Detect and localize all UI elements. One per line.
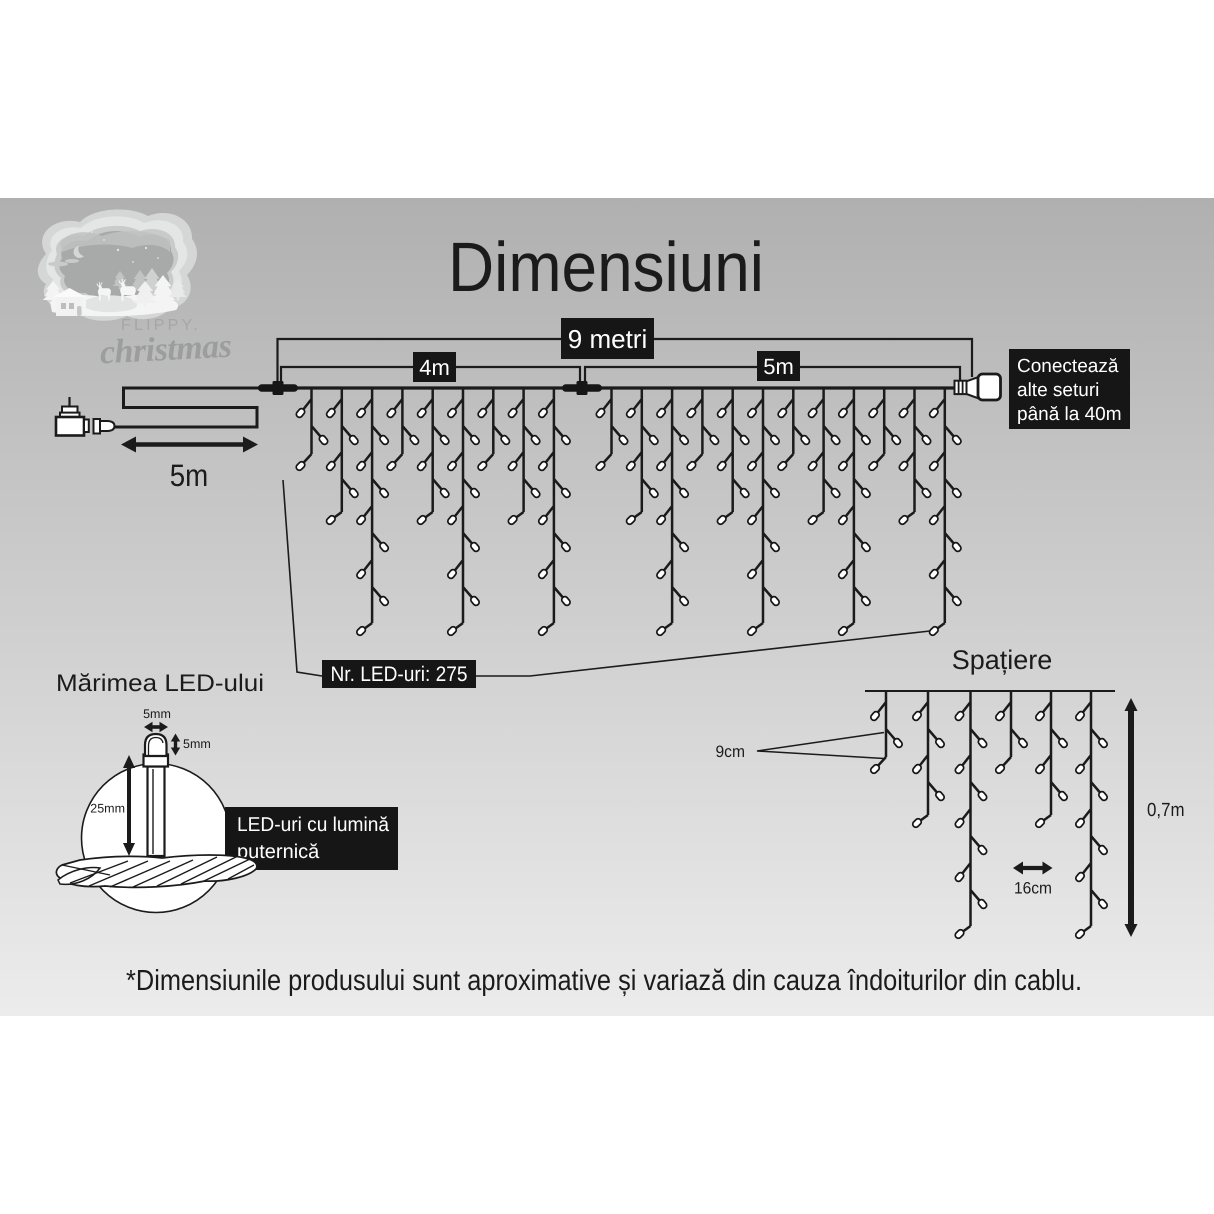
svg-text:9 metri: 9 metri xyxy=(568,324,647,354)
svg-text:Nr. LED-uri: 275: Nr. LED-uri: 275 xyxy=(331,663,468,686)
svg-text:9cm: 9cm xyxy=(716,743,746,761)
svg-text:Mărimea LED-ului: Mărimea LED-ului xyxy=(56,670,264,697)
svg-text:5m: 5m xyxy=(763,354,794,379)
svg-text:4m: 4m xyxy=(419,355,450,380)
svg-text:5mm: 5mm xyxy=(143,707,171,721)
svg-text:până la 40m: până la 40m xyxy=(1017,404,1122,425)
svg-text:5mm: 5mm xyxy=(183,737,211,751)
svg-text:Dimensiuni: Dimensiuni xyxy=(448,228,764,306)
svg-text:alte seturi: alte seturi xyxy=(1017,380,1099,401)
svg-text:Spațiere: Spațiere xyxy=(952,645,1053,675)
svg-text:*Dimensiunile produsului sunt: *Dimensiunile produsului sunt aproximati… xyxy=(126,965,1082,997)
svg-text:16cm: 16cm xyxy=(1014,880,1052,898)
svg-text:FLIPPY.: FLIPPY. xyxy=(121,317,201,334)
svg-text:christmas: christmas xyxy=(99,328,233,372)
svg-text:25mm: 25mm xyxy=(90,802,125,816)
svg-text:0,7m: 0,7m xyxy=(1147,800,1185,821)
svg-text:Conectează: Conectează xyxy=(1017,356,1119,377)
svg-text:5m: 5m xyxy=(170,458,209,493)
svg-text:puternică: puternică xyxy=(237,841,320,863)
svg-text:LED-uri cu lumină: LED-uri cu lumină xyxy=(237,814,390,836)
